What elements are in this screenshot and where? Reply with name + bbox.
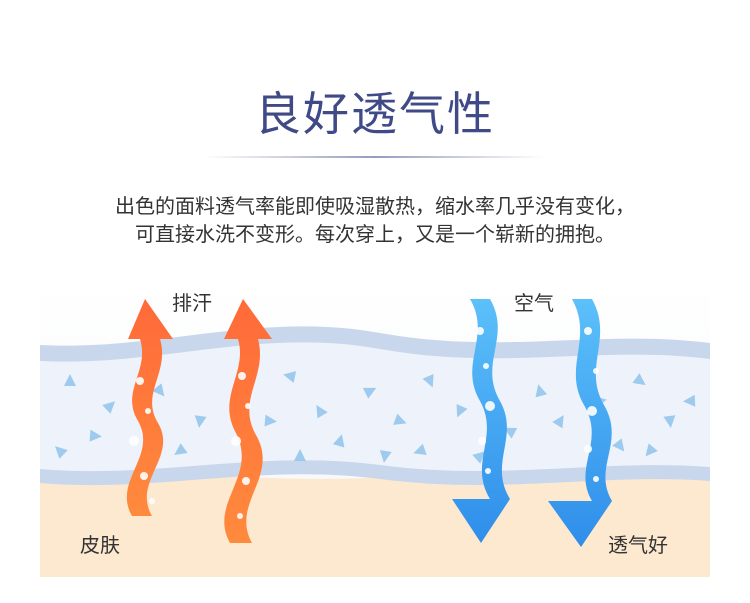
label-breathable: 透气好 <box>608 533 668 557</box>
fiber-mark <box>102 401 116 414</box>
bubbles <box>129 327 599 519</box>
label-air: 空气 <box>514 291 554 315</box>
breathability-illustration: 排汗 皮肤 空气 透气好 <box>40 281 710 577</box>
bubble <box>231 436 241 446</box>
fiber-mark <box>362 387 377 399</box>
fiber-mark <box>283 371 297 383</box>
fiber-mark <box>194 415 207 428</box>
sweat-arrow-left <box>126 299 173 516</box>
fabric-layer-inner <box>40 342 710 472</box>
fiber-mark <box>456 403 468 418</box>
fiber-mark <box>293 449 306 462</box>
fiber-mark <box>422 374 434 388</box>
air-arrow-left <box>452 299 510 543</box>
label-skin: 皮肤 <box>80 533 120 557</box>
fiber-mark <box>332 434 345 448</box>
fiber-mark <box>174 443 188 456</box>
bubble <box>245 403 251 409</box>
air-arrow-right <box>548 299 612 547</box>
bubble <box>478 437 486 445</box>
description: 出色的面料透气率能即使吸湿散热，缩水率几乎没有变化， 可直接水洗不变形。每次穿上… <box>0 192 750 248</box>
bubble <box>136 377 144 385</box>
fiber-mark <box>683 394 696 407</box>
bubble <box>584 327 592 335</box>
bubble <box>145 408 151 414</box>
description-line-2: 可直接水洗不变形。每次穿上，又是一个崭新的拥抱。 <box>135 222 615 246</box>
fabric-fibers <box>54 371 696 464</box>
fiber-mark <box>379 450 392 463</box>
bubble <box>593 476 599 482</box>
fiber-mark <box>535 384 548 398</box>
fiber-mark <box>393 413 407 425</box>
skin-layer <box>40 469 710 577</box>
fiber-mark <box>645 443 658 457</box>
fiber-mark <box>64 374 76 386</box>
fiber-mark <box>503 427 518 439</box>
bubble <box>242 477 250 485</box>
label-sweat: 排汗 <box>172 291 212 315</box>
bubble <box>129 436 139 446</box>
fiber-mark <box>152 383 165 397</box>
bubble <box>140 472 148 480</box>
description-line-1: 出色的面料透气率能即使吸湿散热，缩水率几乎没有变化， <box>115 194 635 218</box>
illustration-canvas <box>40 281 710 577</box>
sweat-arrow-right <box>224 299 272 543</box>
bubble <box>485 401 495 411</box>
bubble <box>237 513 243 519</box>
fiber-mark <box>552 415 564 429</box>
bubble <box>593 368 599 374</box>
bubble <box>483 363 489 369</box>
fiber-mark <box>472 451 486 464</box>
fiber-mark <box>54 446 68 459</box>
title-divider <box>205 156 545 158</box>
fiber-mark <box>89 429 102 442</box>
fiber-mark <box>413 443 427 456</box>
fiber-mark <box>316 404 328 419</box>
bubble <box>238 372 246 380</box>
bubble <box>584 445 592 453</box>
page-title: 良好透气性 <box>255 87 495 141</box>
fiber-mark <box>264 414 277 427</box>
fiber-mark <box>612 438 625 452</box>
bubble <box>149 498 155 504</box>
fiber-mark <box>663 415 676 428</box>
fiber-mark <box>632 373 646 386</box>
bubble <box>476 327 484 335</box>
bubble <box>587 406 597 416</box>
bubble <box>485 468 491 474</box>
